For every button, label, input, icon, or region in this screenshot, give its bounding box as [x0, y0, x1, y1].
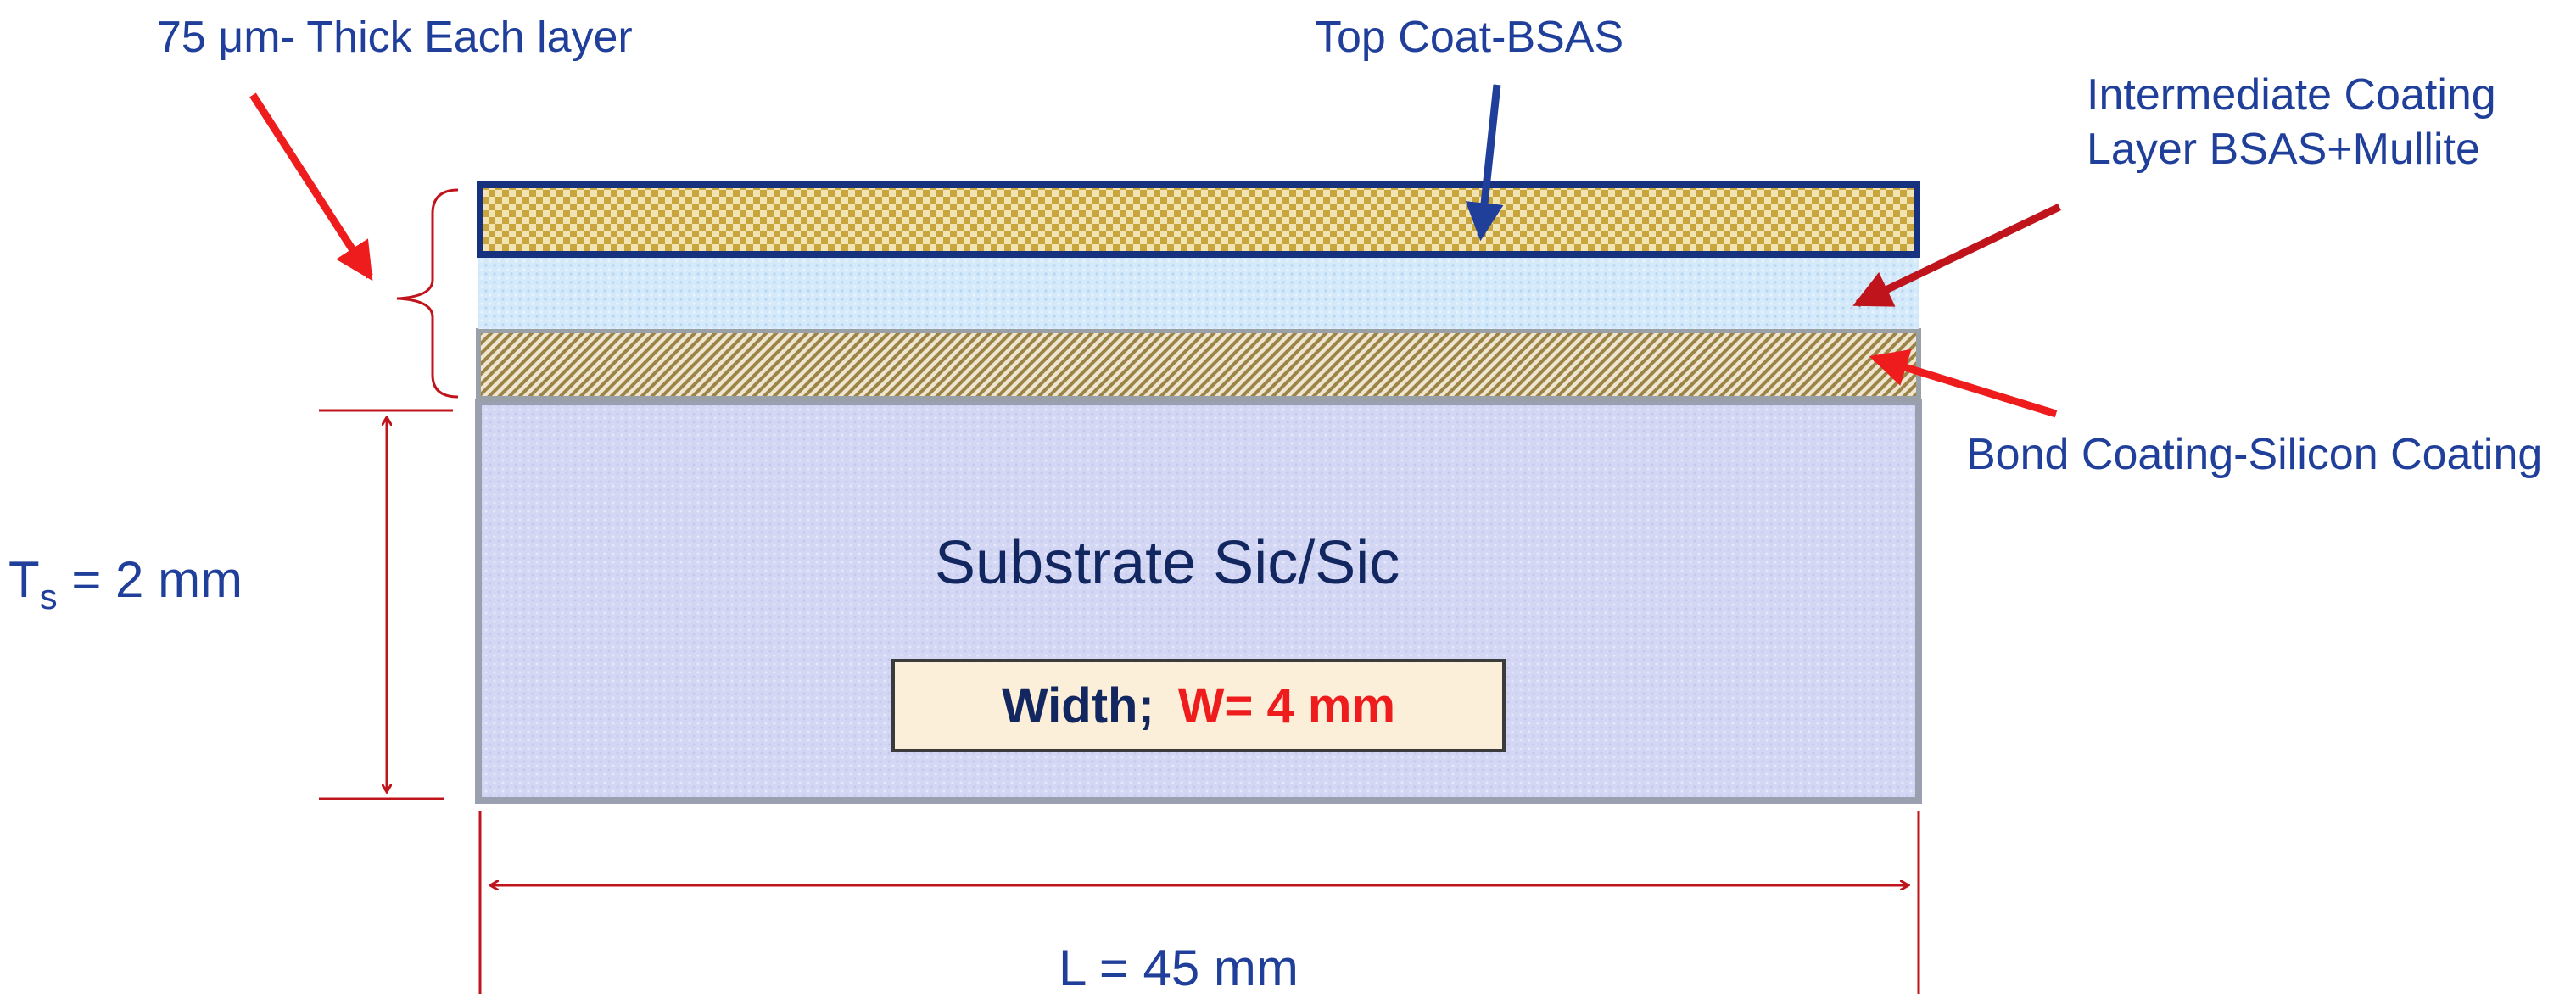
bond-coat-label: Bond Coating-Silicon Coating	[1966, 430, 2543, 479]
top-coat-layer	[477, 181, 1920, 258]
thickness-value: = 2 mm	[57, 551, 243, 608]
width-value: W= 4 mm	[1177, 678, 1396, 733]
intermediate-coat-label-line2: Layer BSAS+Mullite	[2087, 125, 2480, 174]
intermediate-coat-layer	[478, 256, 1919, 329]
substrate-label: Substrate Sic/Sic	[935, 529, 1400, 597]
width-box: Width; W= 4 mm	[891, 659, 1506, 752]
layer-thickness-label: 75 μm- Thick Each layer	[157, 13, 633, 62]
bond-coat-layer	[476, 328, 1921, 401]
intermediate-callout-arrow	[1852, 203, 2061, 308]
length-dimension-label: L = 45 mm	[1059, 940, 1299, 996]
width-label: Width;	[1001, 678, 1154, 733]
thickness-symbol: T	[8, 551, 40, 608]
layer-brace	[396, 188, 459, 399]
thickness-dimension-label: Ts = 2 mm	[8, 555, 243, 615]
intermediate-coat-label: Intermediate Coating Layer BSAS+Mullite	[2087, 68, 2496, 176]
thickness-callout-arrow	[249, 92, 373, 282]
bond-callout-arrow	[1869, 349, 2058, 418]
top-coat-callout-arrow	[1465, 84, 1504, 242]
intermediate-coat-label-line1: Intermediate Coating	[2087, 70, 2496, 120]
thickness-subscript: s	[39, 577, 58, 616]
top-coat-label: Top Coat-BSAS	[1315, 13, 1624, 62]
